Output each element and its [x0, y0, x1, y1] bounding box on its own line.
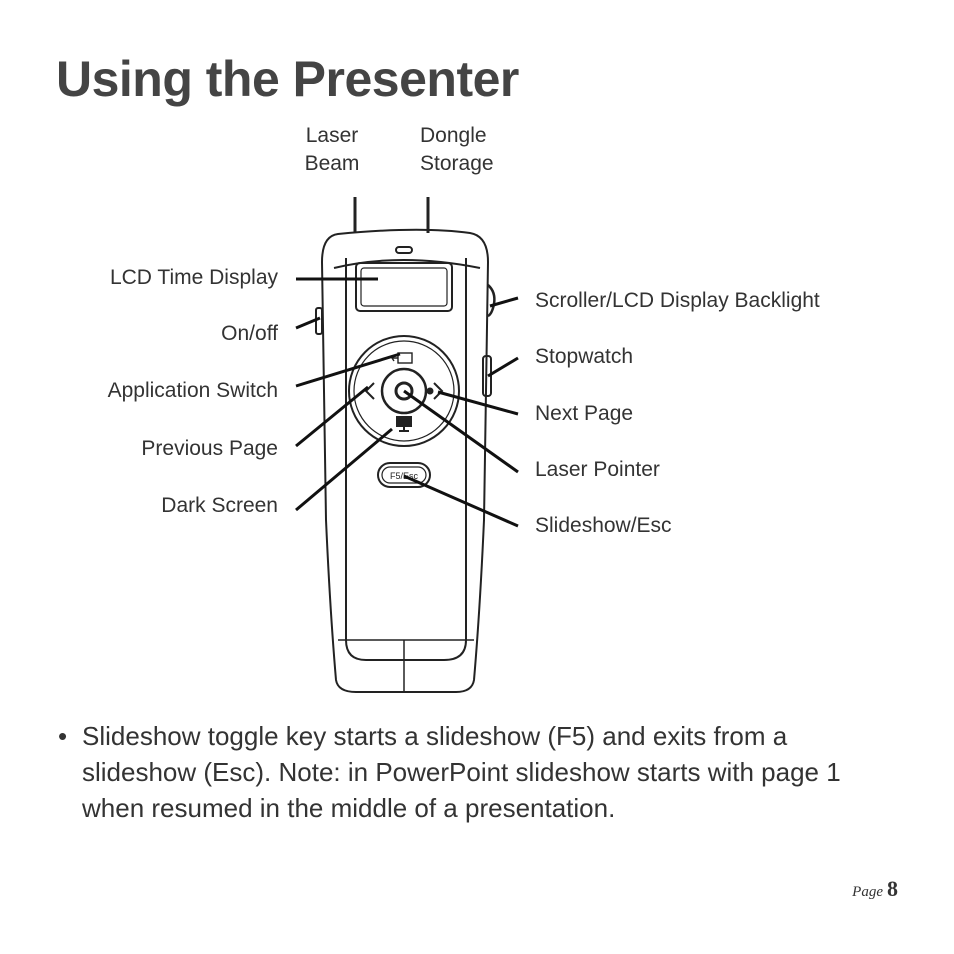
device-body	[320, 228, 490, 693]
leader-lines	[295, 277, 519, 528]
label-next-page: Next Page	[535, 402, 634, 425]
label-stopwatch: Stopwatch	[535, 345, 634, 368]
power-side-switch	[315, 307, 323, 335]
lcd-screen	[355, 262, 453, 312]
label-dongle-storage: Dongle Storage	[420, 122, 494, 178]
previous-arrow-icon	[364, 382, 375, 400]
presenter-device: F5/Esc	[315, 197, 496, 693]
label-slideshow-esc: Slideshow/Esc	[535, 514, 672, 537]
footer-page-word: Page	[852, 884, 883, 900]
next-arrow-icon	[433, 382, 444, 400]
bullet-note-text: Slideshow toggle key starts a slideshow …	[82, 721, 841, 823]
leader-previous	[295, 385, 369, 448]
leader-next	[437, 390, 519, 416]
stopwatch-side-button	[482, 355, 492, 397]
bullet-note: • Slideshow toggle key starts a slidesho…	[58, 718, 858, 826]
label-laser-beam-line2: Beam	[304, 152, 360, 175]
label-laser-pointer: Laser Pointer	[535, 458, 660, 481]
label-lcd-time-display: LCD Time Display	[109, 266, 278, 289]
leader-app-switch	[295, 352, 401, 388]
page-title: Using the Presenter	[56, 51, 519, 107]
dark-screen-icon	[396, 416, 412, 432]
bullet-marker: •	[58, 721, 68, 751]
label-dongle-storage-line1: Dongle	[420, 124, 487, 147]
label-laser-beam-line1: Laser	[305, 124, 359, 147]
leader-on-off	[295, 316, 321, 330]
footer-page-number: 8	[887, 876, 898, 901]
leader-scroller	[489, 296, 519, 308]
label-dongle-storage-line2: Storage	[420, 152, 494, 175]
label-previous-page: Previous Page	[141, 437, 278, 460]
scroller-wheel	[487, 284, 496, 318]
navigation-ring	[348, 335, 460, 447]
label-dark-screen: Dark Screen	[161, 494, 278, 517]
label-application-switch: Application Switch	[107, 379, 278, 402]
leader-dark-screen	[295, 427, 393, 512]
label-scroller-backlight: Scroller/LCD Display Backlight	[535, 289, 820, 312]
leader-stopwatch	[487, 356, 519, 378]
leader-laser	[403, 389, 519, 474]
slideshow-esc-button[interactable]	[377, 462, 431, 488]
laser-button[interactable]	[380, 367, 428, 415]
leader-slideshow	[403, 474, 519, 528]
label-laser-beam: Laser Beam	[303, 122, 361, 178]
label-on-off: On/off	[221, 322, 278, 345]
